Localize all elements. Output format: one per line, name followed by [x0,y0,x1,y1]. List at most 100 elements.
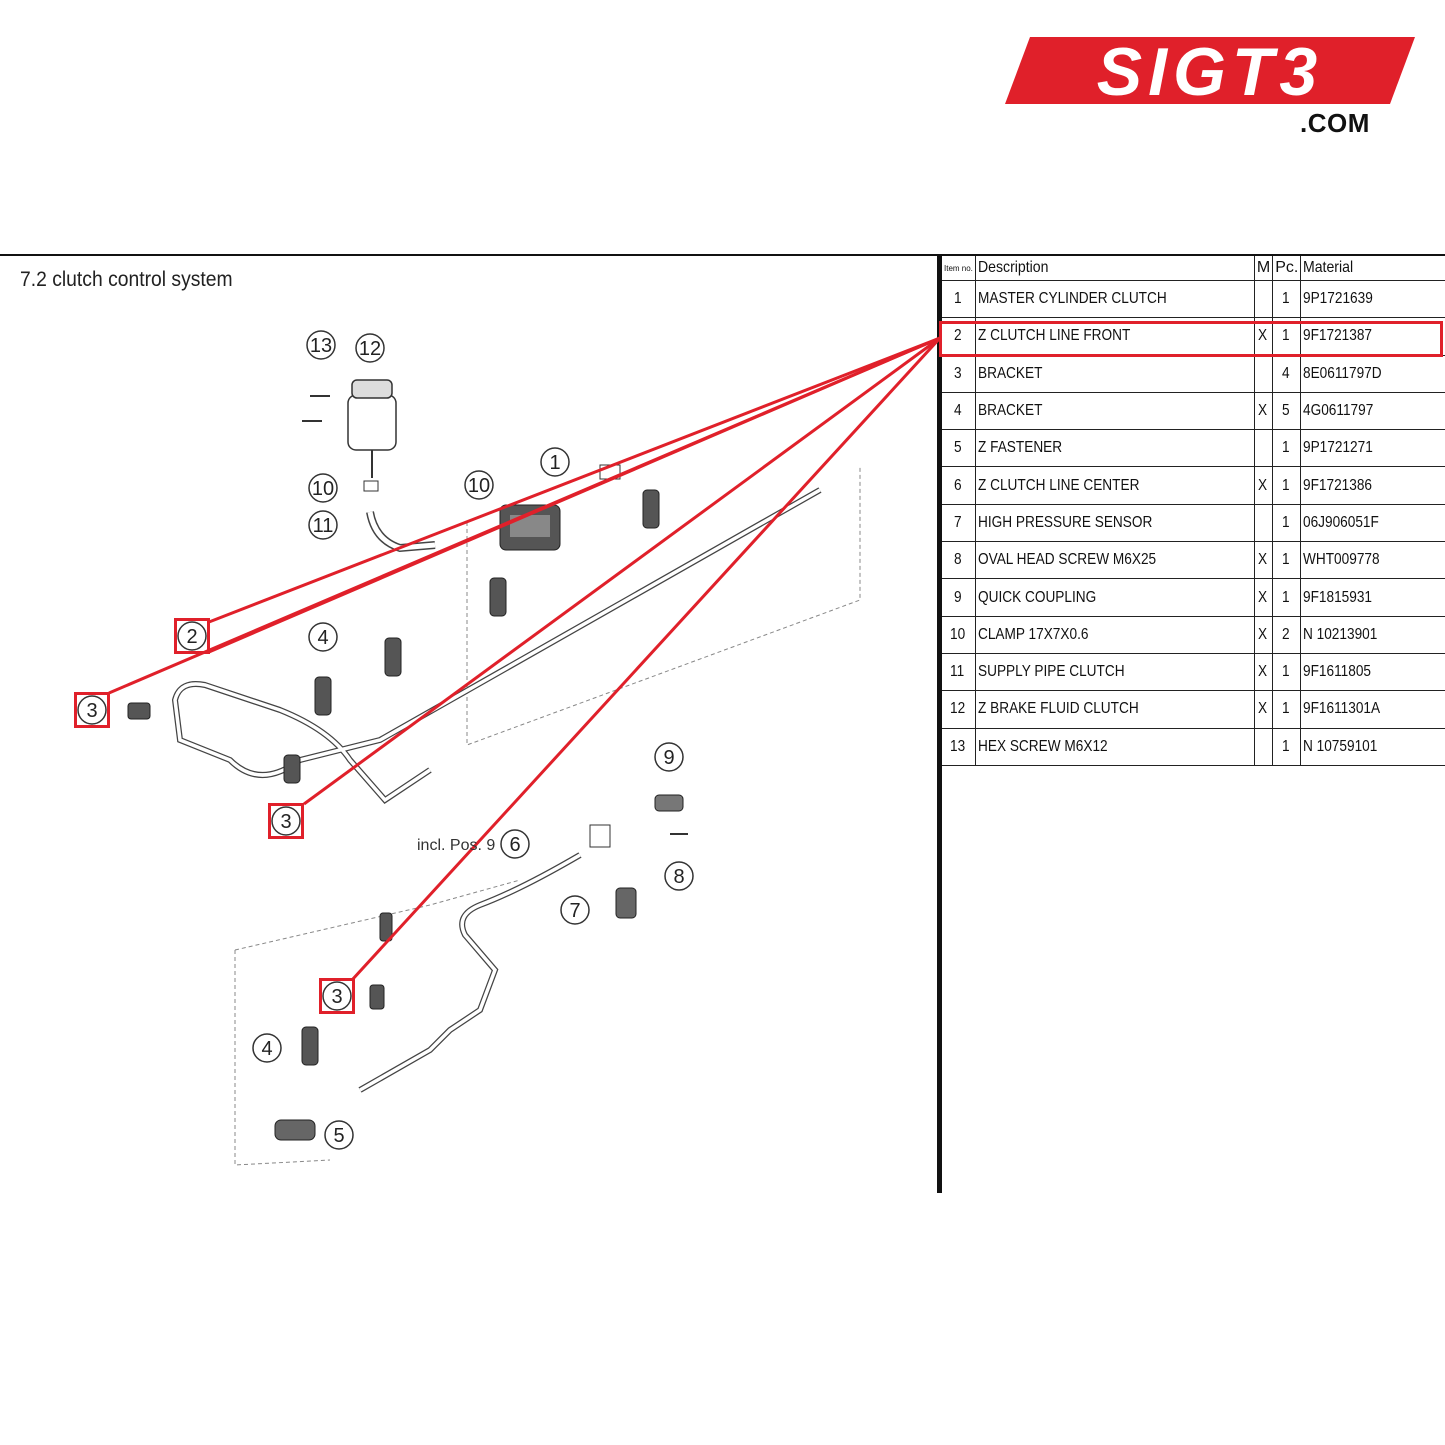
cell-m: X [1254,690,1274,729]
callout-13: 13 [310,335,332,357]
cell-description: BRACKET [975,355,1255,393]
cell-pc: 1 [1272,728,1302,766]
page-title: 7.2 clutch control system [20,268,233,291]
hex-screws-part [302,395,330,422]
cell-description: Z FASTENER [975,429,1255,468]
cell-material: N 10759101 [1300,728,1445,766]
cell-material: 9F1721387 [1300,317,1445,356]
callout-4b: 4 [261,1038,272,1060]
callout-9: 9 [663,747,674,769]
cell-pc: 2 [1272,616,1302,654]
cell-m [1254,429,1274,468]
cell-description: CLAMP 17X7X0.6 [975,616,1255,654]
clutch-line-center-part [358,852,582,1093]
incl-pos-note: incl. Pos. 9 [417,837,495,854]
cell-item-no: 5 [942,429,976,468]
header-description: Description [975,256,1255,281]
cell-item-no: 1 [942,280,976,319]
callout-5: 5 [333,1125,344,1147]
cell-material: 9F1721386 [1300,466,1445,505]
brake-fluid-reservoir-part [347,379,397,478]
cell-item-no: 2 [942,317,976,356]
header-divider [0,254,1445,256]
cell-m: X [1254,653,1274,692]
cell-item-no: 9 [942,578,976,617]
cell-description: OVAL HEAD SCREW M6X25 [975,541,1255,580]
header-material: Material [1300,256,1445,281]
cell-m: X [1254,578,1274,617]
header-item-no: Item no. [942,256,976,281]
callout-3c: 3 [331,986,342,1008]
quick-coupling-part [654,794,684,812]
cell-material: N 10213901 [1300,616,1445,654]
cell-item-no: 10 [942,616,976,654]
cell-item-no: 11 [942,653,976,692]
exploded-diagram: 13 12 1 10 10 11 2 3 4 3 9 8 6 7 3 4 5 i… [77,330,940,1166]
cell-pc: 4 [1272,355,1302,393]
header-pc: Pc. [1272,256,1302,281]
cell-description: QUICK COUPLING [975,578,1255,617]
cell-m: X [1254,466,1274,505]
pressure-sensor-part [589,824,637,919]
cell-item-no: 3 [942,355,976,393]
cell-description: Z CLUTCH LINE CENTER [975,466,1255,505]
cell-material: 9P1721271 [1300,429,1445,468]
cell-item-no: 12 [942,690,976,729]
callout-7: 7 [569,900,580,922]
cell-item-no: 6 [942,466,976,505]
cell-pc: 1 [1272,466,1302,505]
cell-material: 8E0611797D [1300,355,1445,393]
logo-domain-suffix: .COM [1300,108,1370,138]
cell-material: 06J906051F [1300,504,1445,543]
cell-description: Z CLUTCH LINE FRONT [975,317,1255,356]
cell-pc: 1 [1272,653,1302,692]
cell-material: 9P1721639 [1300,280,1445,319]
svg-text:SIGT3: SIGT3 [1097,34,1324,110]
cell-material: 9F1611301A [1300,690,1445,729]
highlight-box-callout-2 [174,618,210,654]
callout-3a: 3 [86,700,97,722]
cell-m [1254,728,1274,766]
clutch-line-front-part [171,487,822,804]
header-m: M [1254,256,1274,281]
cell-description: SUPPLY PIPE CLUTCH [975,653,1255,692]
cell-item-no: 4 [942,392,976,431]
callout-8: 8 [673,866,684,888]
callout-2: 2 [186,626,197,648]
highlight-box-callout-3a [74,692,110,728]
callout-1: 1 [549,452,560,474]
cell-material: 4G0611797 [1300,392,1445,431]
panel-divider [937,255,942,1193]
callout-10a: 10 [312,478,334,500]
clamp-part [363,480,379,492]
callout-11: 11 [313,515,334,537]
highlighted-row-box [939,321,1443,357]
cell-m: X [1254,541,1274,580]
cell-description: HIGH PRESSURE SENSOR [975,504,1255,543]
cell-m: X [1254,392,1274,431]
cell-m [1254,280,1274,319]
master-cylinder-part [499,464,621,551]
highlight-box-callout-3c [319,978,355,1014]
table-header-row: Item no. Description M Pc. Material [942,256,1445,281]
cell-pc: 1 [1272,317,1302,356]
cell-item-no: 7 [942,504,976,543]
callout-6: 6 [509,834,520,856]
assembly-outline [234,465,861,1166]
callout-12: 12 [359,338,381,360]
highlight-box-callout-3b [268,803,304,839]
fastener-part [274,1119,316,1141]
cell-material: 9F1815931 [1300,578,1445,617]
bracket-parts [127,489,660,1066]
